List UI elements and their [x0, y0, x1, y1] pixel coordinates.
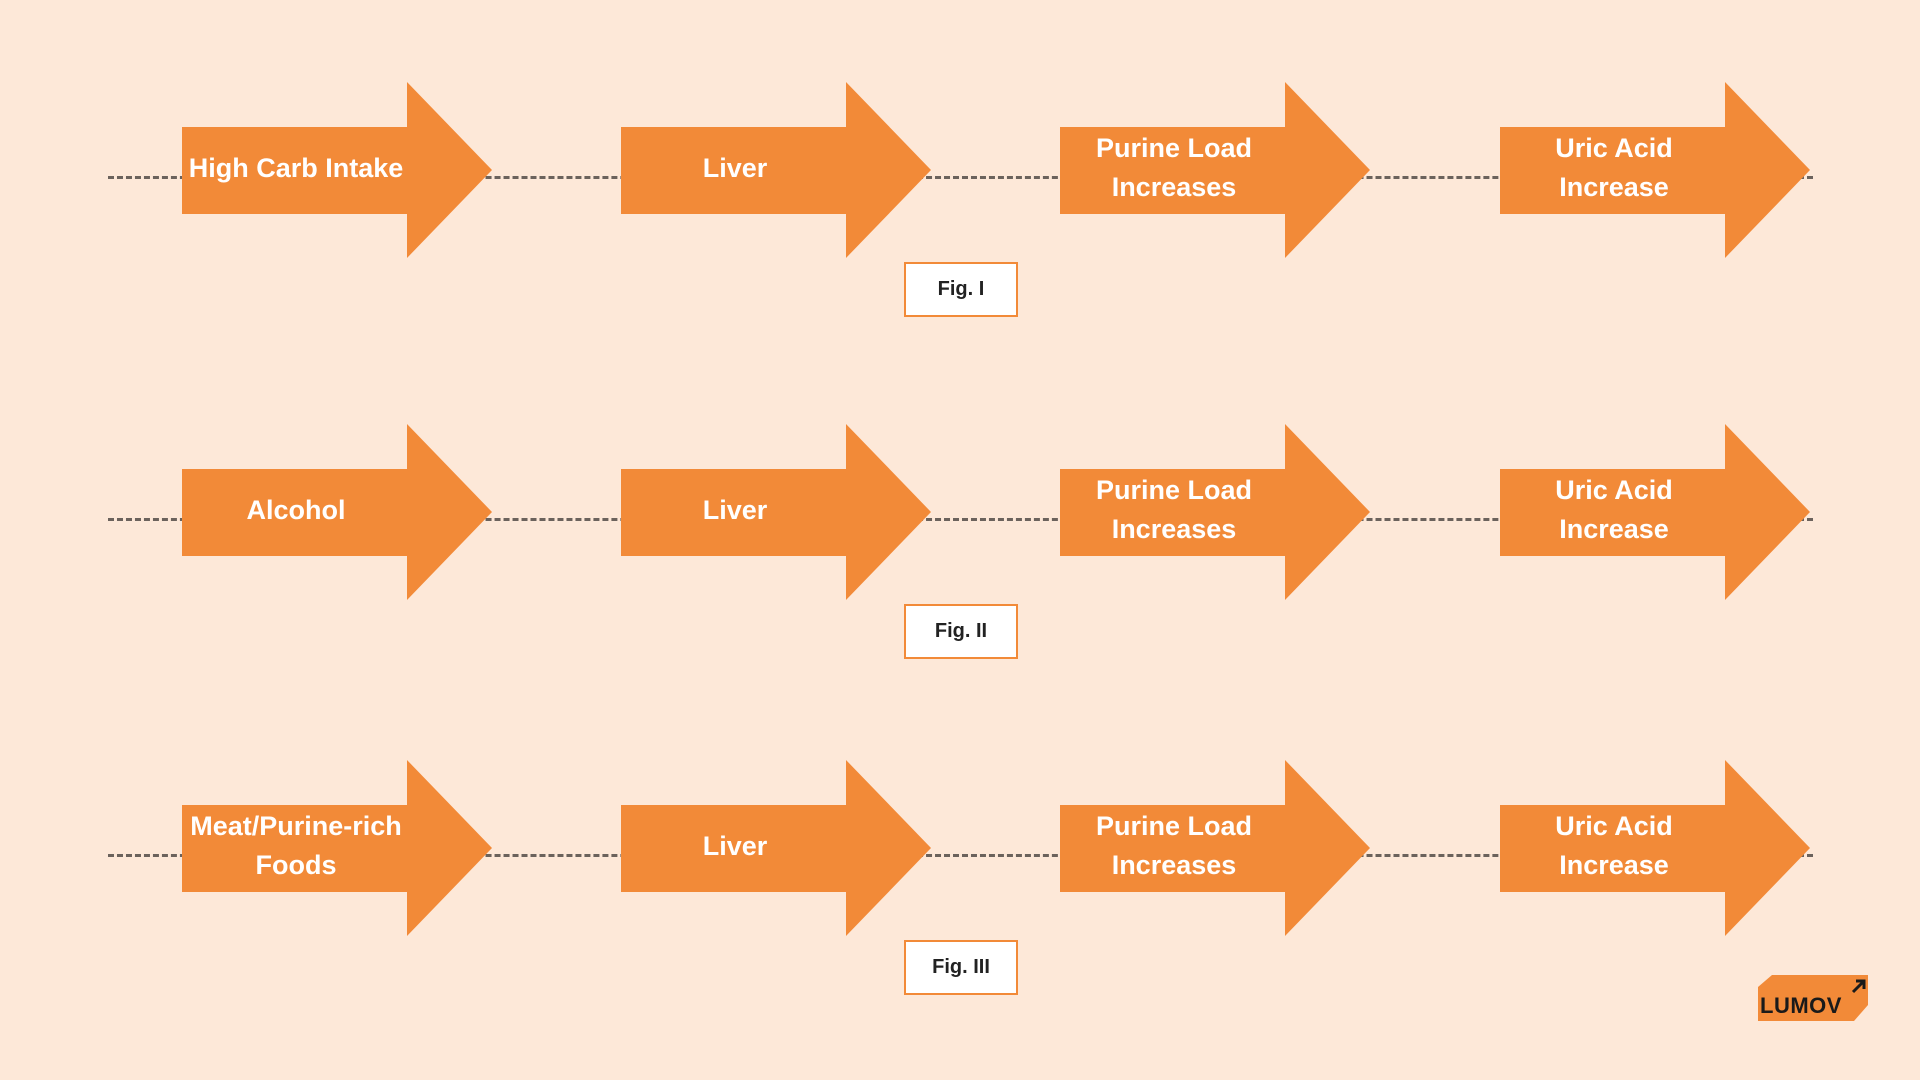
arrow-shape: [1500, 424, 1810, 600]
dashed-connector: [108, 518, 1813, 521]
step-label: Purine Load Increases: [1095, 133, 1252, 202]
figure-caption: Fig. III: [904, 940, 1018, 995]
flow-arrow-step-4: Uric Acid Increase: [1500, 424, 1810, 604]
arrow-shape: [621, 424, 931, 600]
flow-arrow-step-1: Meat/Purine-rich Foods: [182, 760, 492, 940]
flow-row-1: High Carb Intake Liver Purine Load Incre…: [0, 82, 1920, 317]
arrow-shape: [182, 424, 492, 600]
flow-arrow-step-1: Alcohol: [182, 424, 492, 604]
arrow-shape: [1500, 82, 1810, 258]
arrow-shape: [621, 760, 931, 936]
arrow-shape: [621, 82, 931, 258]
step-label: High Carb Intake: [188, 152, 404, 183]
flow-arrow-step-3: Purine Load Increases: [1060, 82, 1370, 262]
step-label: Uric Acid Increase: [1555, 133, 1673, 202]
flow-row-3: Meat/Purine-rich Foods Liver Purine Load…: [0, 760, 1920, 995]
dashed-connector: [108, 176, 1813, 179]
arrow-shape: [1060, 424, 1370, 600]
arrow-up-right-icon: [1851, 979, 1866, 994]
flow-arrow-step-1: High Carb Intake: [182, 82, 492, 262]
flow-arrow-step-4: Uric Acid Increase: [1500, 760, 1810, 940]
step-label: Purine Load Increases: [1095, 811, 1252, 880]
step-label: Uric Acid Increase: [1555, 475, 1673, 544]
flow-arrow-step-3: Purine Load Increases: [1060, 760, 1370, 940]
flow-arrow-step-2: Liver: [621, 760, 931, 940]
arrow-shape: [1500, 760, 1810, 936]
step-label: Meat/Purine-rich Foods: [190, 811, 402, 880]
arrow-shape: [182, 82, 492, 258]
arrow-shape: [182, 760, 492, 936]
flow-arrow-step-4: Uric Acid Increase: [1500, 82, 1810, 262]
figure-caption: Fig. I: [904, 262, 1018, 317]
logo-text: LUMOV: [1760, 993, 1842, 1018]
lumov-logo: LUMOV: [1758, 975, 1868, 1021]
arrow-shape: [1060, 82, 1370, 258]
flow-arrow-step-2: Liver: [621, 424, 931, 604]
step-label: Liver: [702, 494, 768, 525]
step-label: Liver: [702, 152, 768, 183]
flow-row-2: Alcohol Liver Purine Load Increases Uric…: [0, 424, 1920, 659]
flow-arrow-step-2: Liver: [621, 82, 931, 262]
flow-arrow-step-3: Purine Load Increases: [1060, 424, 1370, 604]
figure-caption: Fig. II: [904, 604, 1018, 659]
step-label: Liver: [702, 830, 768, 861]
dashed-connector: [108, 854, 1813, 857]
step-label: Uric Acid Increase: [1555, 811, 1673, 880]
step-label: Purine Load Increases: [1095, 475, 1252, 544]
step-label: Alcohol: [246, 494, 346, 525]
logo-badge: [1758, 975, 1868, 1021]
arrow-shape: [1060, 760, 1370, 936]
